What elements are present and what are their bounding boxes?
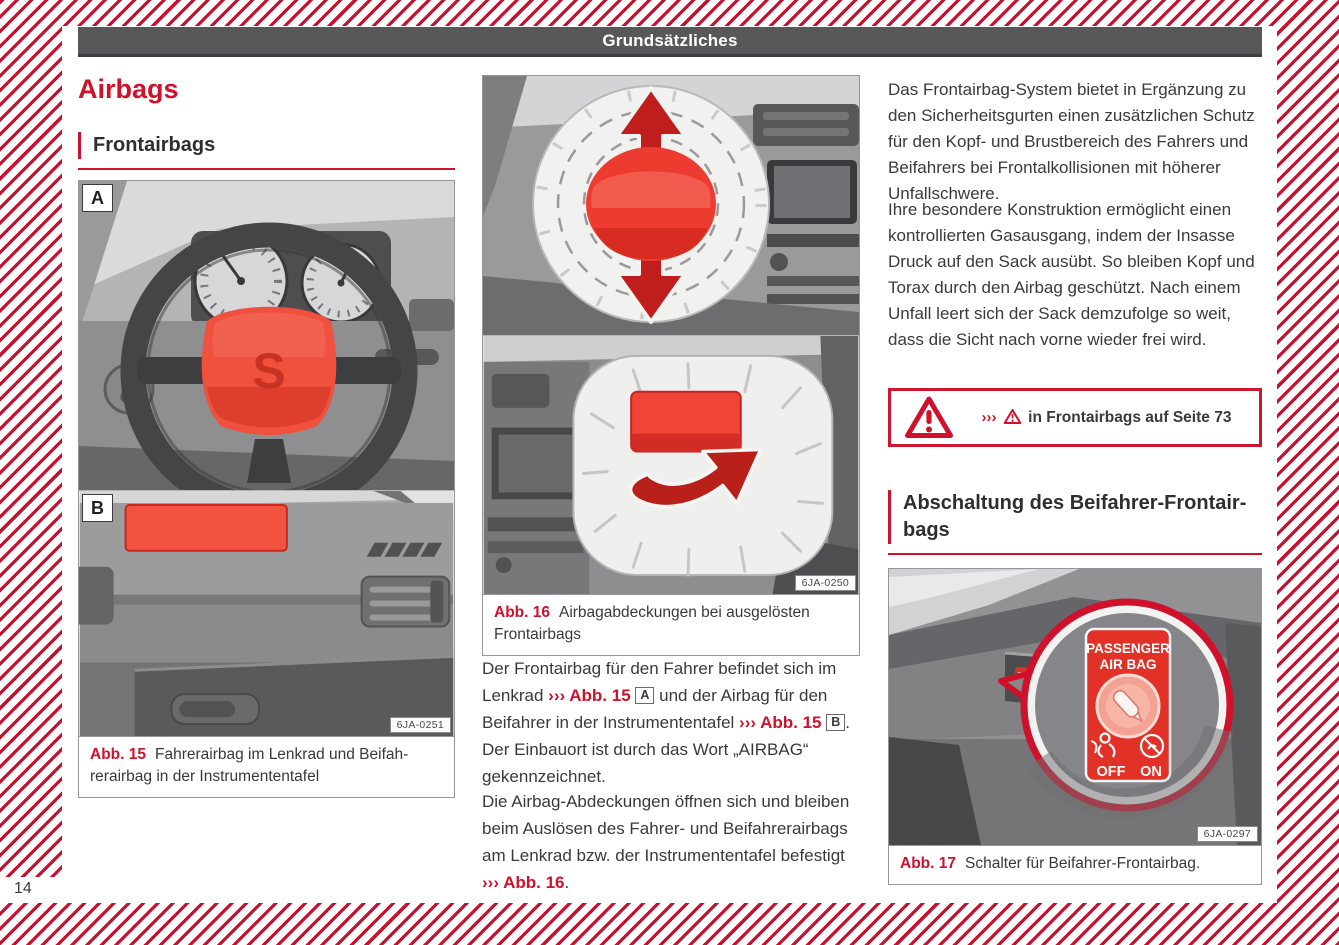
warning-triangle-icon xyxy=(905,396,953,438)
figure-reference: ››› Abb. 15 xyxy=(739,713,822,732)
switch-title-line2: AIR BAG xyxy=(1100,657,1157,672)
paragraph-construction: Ihre besondere Konstruktion ermöglicht e… xyxy=(888,200,1255,349)
passenger-airbag-switch-illustration: PASSENGER AIR BAG xyxy=(889,569,1261,845)
deployed-driver-airbag-illustration xyxy=(483,76,859,335)
chapter-title: Grundsätzliches xyxy=(602,30,738,50)
page-number-notch xyxy=(0,877,62,903)
figure-code-abb15: 6JA-0251 xyxy=(389,717,451,733)
figure-code-abb16: 6JA-0250 xyxy=(794,575,856,591)
deployed-passenger-airbag-illustration xyxy=(483,335,859,594)
panel-ref-b: B xyxy=(826,714,846,731)
warning-ref-chevrons: ››› xyxy=(981,409,997,426)
page-title: Airbags xyxy=(78,74,179,104)
figure-reference: ››› Abb. 15 xyxy=(548,686,631,705)
panel-label-a: A xyxy=(82,184,113,212)
section-heading-abschaltung: Abschaltung des Beifahrer-Frontair­bags xyxy=(888,490,1262,555)
key-slot xyxy=(1112,689,1143,723)
steering-wheel-airbag-illustration: S xyxy=(79,181,454,490)
switch-title-line1: PASSENGER xyxy=(1086,641,1170,656)
switch-on-label: ON xyxy=(1140,764,1162,780)
dashboard-airbag-illustration xyxy=(79,490,454,736)
warning-triangle-small-icon xyxy=(1003,409,1022,424)
paragraph-frontairbag-system: Das Frontairbag-System bietet in Ergänzu… xyxy=(888,80,1255,203)
figure-abb15-illustration: S xyxy=(79,181,454,736)
section-heading-frontairbags: Frontairbags xyxy=(78,132,455,170)
panel-ref-a: A xyxy=(635,687,655,704)
seat-logo: S xyxy=(252,343,285,399)
figure-abb15: S xyxy=(78,180,455,798)
page-number: 14 xyxy=(14,880,32,897)
caption-label: Abb. 15 xyxy=(90,746,146,763)
caption-text: Schalter für Beifahrer-Frontairbag. xyxy=(964,855,1201,872)
figure-abb16-illustration: 6JA-0250 xyxy=(483,76,859,594)
paragraph-airbag-location: Der Frontairbag für den Fahrer befindet … xyxy=(482,659,851,786)
caption-text: Airbagabdeckungen bei ausgelösten Fronta… xyxy=(494,604,810,643)
figure-reference: ››› Abb. 16 xyxy=(482,873,565,892)
warning-box: ››› in Frontairbags auf Seite 73 xyxy=(888,388,1262,447)
caption-label: Abb. 16 xyxy=(494,604,550,621)
panel-label-b: B xyxy=(82,494,113,522)
figure-abb17: PASSENGER AIR BAG xyxy=(888,568,1262,885)
figure-abb17-illustration: PASSENGER AIR BAG xyxy=(889,569,1261,845)
warning-text: ››› in Frontairbags auf Seite 73 xyxy=(981,409,1232,426)
caption-text: Fahrerairbag im Lenkrad und Beifah­rerai… xyxy=(90,746,409,785)
chapter-header-bar: Grundsätzliches xyxy=(78,27,1262,57)
figure-code-abb17: 6JA-0297 xyxy=(1196,826,1258,842)
paragraph-airbag-covers: Die Airbag-Abdeckungen öffnen sich und b… xyxy=(482,792,850,892)
airbag-on-icon xyxy=(1139,733,1165,759)
figure-caption-abb17: Abb. 17 Schalter für Beifahrer-Frontairba… xyxy=(889,845,1261,884)
switch-off-label: OFF xyxy=(1097,764,1126,780)
airbag-off-icon xyxy=(1090,732,1116,758)
caption-label: Abb. 17 xyxy=(900,855,956,872)
